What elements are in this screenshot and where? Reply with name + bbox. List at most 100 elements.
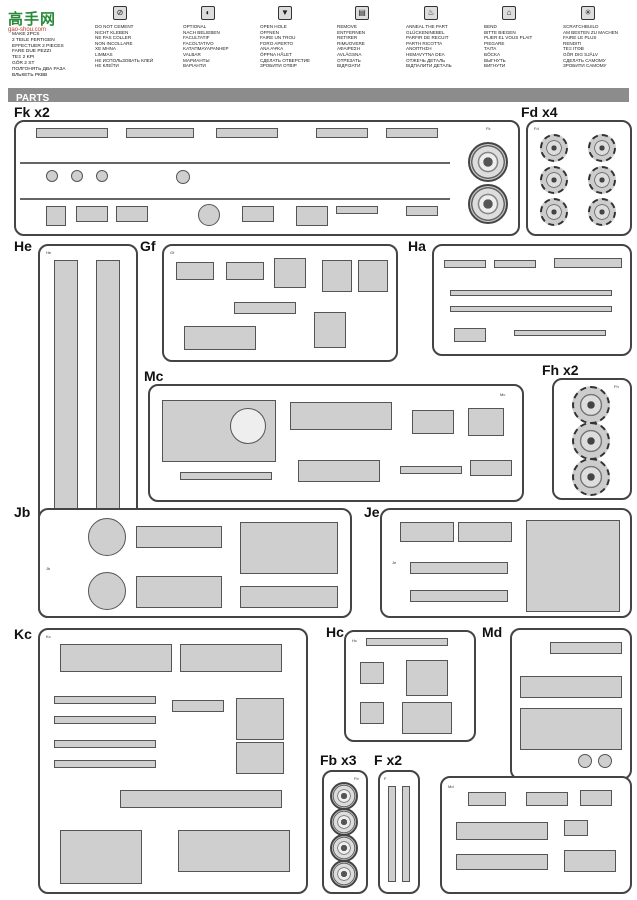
legend-line: МАРИАНТЫ xyxy=(183,57,210,63)
legend-line: PARFIR DE RECUIT xyxy=(406,35,449,41)
legend-line: HEMAVYTNA DEA xyxy=(406,51,445,57)
legend-line: VALBAR xyxy=(183,51,201,57)
legend-line: ΑΝΟΠΤΗΣΗ xyxy=(406,46,432,52)
legend-line: OPEN HOLE xyxy=(260,24,287,29)
sprue-fk: Fk xyxy=(14,120,520,236)
remove-icon: ▤ xyxy=(355,6,369,20)
scratchbuild-icon: ✳ xyxy=(581,6,595,20)
legend-line: ОТРЕЗАТЬ xyxy=(337,57,361,63)
sprue-label-ha: Ha xyxy=(408,238,426,254)
sprue-mc: Mc xyxy=(148,384,524,502)
legend-line: ΚΑΤΑΠΜΑΥΑΡΑΝΗΕΡ xyxy=(183,46,229,52)
legend-line: BITTE BIEGEN xyxy=(484,29,516,35)
legend-line: ΧΕ ΜΗΝΑ xyxy=(95,46,116,52)
sprue-label-hc: Hc xyxy=(326,624,344,640)
sprue-je: Je xyxy=(380,508,632,618)
bend-icon: ⌂ xyxy=(502,6,516,20)
legend-line: OPTIONAL xyxy=(183,24,207,29)
legend-line: NE PAS COLLER xyxy=(95,35,132,41)
legend-line: BÖCKA xyxy=(484,51,501,57)
sprue-label-f: F x2 xyxy=(374,752,403,768)
legend-line: GÖR DIG SJÄLV xyxy=(563,51,598,57)
sprue-label-mc: Mc xyxy=(144,368,164,384)
legend-line: НЕ ИСПОЛЬЗОВАТЬ КЛЕЙ xyxy=(95,57,154,63)
legend-line: BEND xyxy=(484,24,497,29)
legend-line: ЗРОБИТИ ОТВІР xyxy=(260,63,297,69)
sprue-label-fb: Fb x3 xyxy=(320,752,357,768)
legend-line: GLÜCKENINEBEL xyxy=(406,29,445,35)
no-cement-icon: ⊘ xyxy=(113,6,127,20)
legend-line: NON INCOLLARE xyxy=(95,40,133,46)
legend-line: FORO APERTO xyxy=(260,40,294,46)
sprue-ha xyxy=(432,244,632,356)
sprue-label-md: Md xyxy=(482,624,503,640)
legend-line: AM BESTEN ZU MACHEN xyxy=(563,29,619,35)
sprue-fh: Fh xyxy=(552,378,632,500)
legend-line: ΑΦΑΙΡΕΣΗ xyxy=(337,46,361,52)
parts-section-bar: PARTS xyxy=(8,88,629,104)
legend-line: REMOVE xyxy=(337,24,357,29)
legend-line: FAIRE LE PLUS xyxy=(563,35,597,41)
legend-line: NICHT KLEBEN xyxy=(95,29,129,35)
legend-line: ВІДПАЛИТИ ДЕТАЛЬ xyxy=(406,63,452,69)
sprue-kc: Kc xyxy=(38,628,308,894)
legend-line: RENDITI xyxy=(563,40,582,46)
sprue-label-fd: Fd x4 xyxy=(521,104,558,120)
legend-line: SCRATCHBUILD xyxy=(563,24,599,29)
sprue-md-lower: Md xyxy=(440,776,632,894)
legend-line: ВИГНУТИ xyxy=(484,63,506,69)
legend-line: ВАРІАНТИ xyxy=(183,63,206,69)
legend-line: OFFNEN xyxy=(260,29,279,35)
sprue-label-jb: Jb xyxy=(14,504,31,520)
sprue-label-he: He xyxy=(14,238,32,254)
legend-line: PLIER EL VOUS PLAIT xyxy=(484,35,533,41)
legend-line: ΤΑΙΤΑ xyxy=(484,46,497,52)
open-hole-icon: ▼ xyxy=(278,6,292,20)
legend-line: NACH BELIEBEN xyxy=(183,29,220,35)
legend-line: СДЕЛАТЬ САМОМУ xyxy=(563,57,606,63)
watermark-title: 高手网 xyxy=(8,10,57,28)
legend-line: СДЕЛАТЬ ОТВЕРСТИЕ xyxy=(260,57,311,63)
legend-line: PARTH RICOTTA xyxy=(406,40,443,46)
section-title: PARTS xyxy=(16,93,50,104)
legend-line: FAIRE UN TROU xyxy=(260,35,296,41)
legend-line: ОТЖЕЧЬ ДЕТАЛЬ xyxy=(406,57,446,63)
anneal-icon: ♨ xyxy=(424,6,438,20)
legend-line: ΑΝΑ ΑΨΚΑ xyxy=(260,46,284,52)
legend-line: DO NOT CEMENT xyxy=(95,24,134,29)
legend-line: НЕ КЛЕЇТИ xyxy=(95,63,119,69)
optional-icon: ◐ xyxy=(201,6,215,20)
make-count-legend: MAKE 2pcs 2 TEILE FERTIGEN EFFECTUER 2 P… xyxy=(12,32,66,78)
sprue-label-fh: Fh x2 xyxy=(542,362,579,378)
legend-line: RETIRER xyxy=(337,35,358,41)
sprue-label-kc: Kc xyxy=(14,626,32,642)
site-watermark-logo: 高手网 gao-shou.com xyxy=(8,8,80,33)
legend-line: ΤΕΞ ΙΤΘΒ xyxy=(563,46,584,52)
sprue-f: F xyxy=(378,770,420,894)
legend-line: ВЫГНУТЬ xyxy=(484,57,506,63)
legend-line: AVLÄGSNA xyxy=(337,51,362,57)
legend-line: ВІДРІЗАТИ xyxy=(337,63,361,69)
legend-line: ЗРОБИТИ САМОМУ xyxy=(563,63,607,69)
legend-line: ENTFERNEN xyxy=(337,29,366,35)
legend-line: PIEGARE xyxy=(484,40,505,46)
legend-line: ANNEAL THE PART xyxy=(406,24,448,29)
sprue-fb: Fb xyxy=(322,770,368,894)
sprue-jb: Jb xyxy=(38,508,352,618)
legend-line: FACOLTATIVO xyxy=(183,40,214,46)
watermark-url: gao-shou.com xyxy=(8,27,47,33)
sprue-label-je: Je xyxy=(364,504,380,520)
legend-line: FACULTATIF xyxy=(183,35,210,41)
sprue-fd: Fd xyxy=(526,120,632,236)
sprue-gf: Gf xyxy=(162,244,398,362)
legend-line: RIMUOVERE xyxy=(337,40,365,46)
legend-line: ÖPPNA HÅLET xyxy=(260,51,292,57)
sprue-label-fk: Fk x2 xyxy=(14,104,50,120)
